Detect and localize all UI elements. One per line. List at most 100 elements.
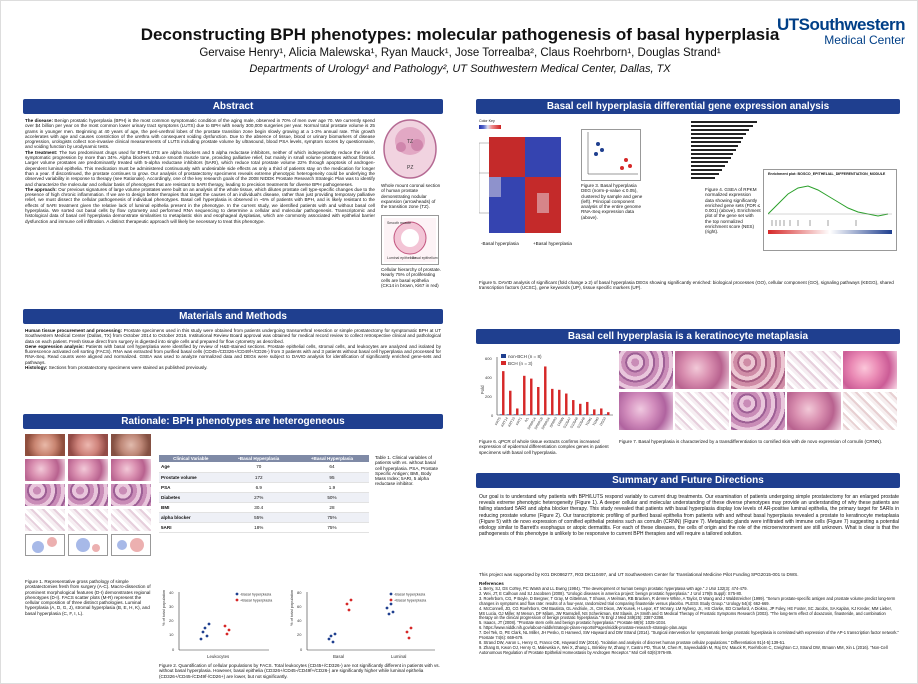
- ihc-luminal-image: [25, 509, 65, 531]
- qpcr-ylabel: Fold: [480, 385, 485, 394]
- poster-affiliations: Departments of Urology¹ and Pathology², …: [249, 63, 671, 75]
- abstract-p1-lead: The disease:: [25, 118, 53, 123]
- clinical-table: Clinical Variable •Basal Hyperplasia +Ba…: [159, 455, 369, 533]
- table-header-minus: •Basal Hyperplasia: [222, 455, 295, 462]
- pca-label-minus: -Basal hyperplasia: [481, 241, 519, 246]
- qpcr-tick: 0: [491, 413, 494, 418]
- qpcr-legend-swatch-bch: [501, 361, 506, 365]
- fig2-right-basal-dots: [327, 598, 353, 644]
- table-cell: 75%: [294, 512, 369, 523]
- figure6-qpcr-chart: Fold 600 400 200 0 non-BCH (n = 8) BCH (…: [480, 354, 613, 430]
- macro-stromal-image: [68, 459, 108, 481]
- qpcr-bar-bch: [551, 388, 554, 415]
- histology-image-8: [731, 392, 785, 430]
- methods-p1: Prostate specimens used in this study we…: [25, 328, 441, 344]
- qpcr-gene-label: S100A7: [562, 416, 572, 429]
- rationale-header: Rationale: BPH phenotypes are heterogene…: [23, 414, 443, 429]
- histology-image-5: [843, 351, 897, 389]
- figure7-histology: [619, 351, 899, 433]
- facs-luminal-plot: [25, 534, 65, 556]
- he-stromal-image: [68, 484, 108, 506]
- figure1-grid: [25, 434, 151, 576]
- prostate-section-caption: Whole mount coronal section of human pro…: [381, 183, 441, 210]
- qpcr-bar-bch: [544, 366, 547, 415]
- facs-basal-plot: [111, 534, 151, 556]
- table-cell: 28: [294, 502, 369, 513]
- fig2-left-tick: 30: [169, 604, 174, 609]
- abstract-text: The disease: Benign prostatic hyperplasi…: [25, 118, 375, 300]
- qpcr-tick: 600: [485, 356, 492, 361]
- fig2-right-tick: 20: [297, 632, 302, 637]
- qpcr-bar-bch: [586, 401, 589, 415]
- qpcr-bar-bch: [600, 408, 603, 415]
- smooth-muscle-label: Smooth muscle: [387, 221, 411, 225]
- qpcr-bar-bch: [530, 378, 533, 415]
- methods-p2: Patients with basal cell hyperplasia wer…: [25, 343, 441, 365]
- macro-luminal-image: [25, 459, 65, 481]
- prostate-section-image: TZ PZ: [381, 117, 439, 181]
- qpcr-bar-bch: [523, 375, 526, 415]
- methods-p2-lead: Gene expression analysis:: [25, 343, 84, 349]
- qpcr-bar-bch: [502, 371, 505, 415]
- qpcr-gene-label: SPRR1A: [527, 416, 538, 430]
- qpcr-gene-label: KRT5: [494, 416, 502, 426]
- histology-image-10: [843, 392, 897, 430]
- table-cell: 75%: [294, 522, 369, 533]
- qpcr-bar-non-bch: [548, 414, 552, 415]
- support-text: This project was supported by K01 DK0862…: [479, 572, 799, 577]
- qpcr-gene-label: IVL: [524, 416, 530, 423]
- summary-text: Our goal is to understand why patients w…: [479, 494, 899, 538]
- he-basal-image: [111, 484, 151, 506]
- fig2-right-tick: 40: [297, 618, 302, 623]
- histology-image-7: [675, 392, 729, 430]
- table-cell: 6.9: [222, 482, 295, 493]
- abstract-header: Abstract: [23, 99, 443, 114]
- fig2-left-legend-plus: +Basal hyperplasia: [240, 599, 273, 603]
- qpcr-bar-non-bch: [513, 414, 517, 415]
- poster-title: Deconstructing BPH phenotypes: molecular…: [140, 25, 780, 44]
- fig2-left-tick: 10: [169, 632, 174, 637]
- qpcr-tick: 400: [485, 375, 492, 380]
- qpcr-bar-non-bch: [583, 414, 587, 415]
- methods-p3: Sections from prostatectomy specimens we…: [47, 365, 208, 371]
- fig2-left-legend-minus: -Basal hyperplasia: [240, 593, 272, 597]
- qpcr-tick: 200: [485, 394, 492, 399]
- qpcr-bar-bch: [607, 412, 610, 415]
- table-cell: Diabetes: [159, 492, 223, 503]
- table-cell: 95: [294, 472, 369, 483]
- gross-stromal-image: [68, 434, 108, 456]
- reference-item: 2. Wei, JT, E Calhoun and SJ Jacobsen (2…: [479, 590, 743, 596]
- methods-text: Human tissue procurement and processing:…: [25, 328, 441, 404]
- table-cell: 70: [222, 462, 295, 473]
- fig2-right-legend-minus: -Basal hyperplasia: [394, 593, 426, 597]
- qpcr-gene-label: CRNN: [557, 416, 566, 427]
- figure6-caption: Figure 6. qPCR of whole tissue extracts …: [479, 439, 609, 455]
- utsw-logo: UTSouthwestern Medical Center: [777, 15, 906, 47]
- methods-p1-lead: Human tissue procurement and processing:: [25, 328, 123, 333]
- qpcr-bar-bch: [516, 408, 519, 415]
- fig2-left-tick: 0: [172, 647, 175, 652]
- qpcr-gene-label: S100A8: [569, 416, 579, 429]
- cell-hierarchy-caption: Cellular hierarchy of prostate. Nearly 7…: [381, 267, 441, 288]
- qpcr-bar-non-bch: [590, 414, 594, 415]
- fig2-right-legend-plus: +Basal hyperplasia: [394, 599, 427, 603]
- qpcr-gene-label: TGM3: [592, 416, 600, 426]
- references-list: 1. Berry, SJ, DS Coffey, PC Walsh and LL…: [479, 587, 899, 681]
- qpcr-bar-non-bch: [527, 414, 531, 415]
- table-cell: 55%: [222, 512, 295, 523]
- qpcr-gene-label: KRT14: [500, 416, 509, 427]
- gsea-enrichment-plot: Enrichment plot: BOSCO_EPITHELIAL_DIFFER…: [763, 169, 897, 251]
- figure2-epithelia-chart: % of total population 80 60 40 20 0 Basa…: [289, 590, 435, 659]
- abstract-p3: Our previous signatures of large volume …: [25, 186, 375, 224]
- methods-p3-lead: Histology:: [25, 365, 48, 371]
- qpcr-gene-label: SPRR1B: [534, 416, 545, 430]
- figure2-caption: Figure 2. Quantification of cellular pop…: [159, 663, 440, 679]
- reference-item: 7. Del Tek, D, PE Clark, NL Miller, JH P…: [479, 630, 899, 641]
- figure4-caption: Figure 4. GSEA of RPKM normalized expres…: [705, 187, 761, 235]
- qpcr-bar-non-bch: [541, 414, 545, 415]
- fig2-right-ylabel: % of total population: [289, 590, 294, 626]
- qpcr-gene-label: SPRR3: [549, 416, 558, 428]
- table-cell: 1.9: [294, 482, 369, 493]
